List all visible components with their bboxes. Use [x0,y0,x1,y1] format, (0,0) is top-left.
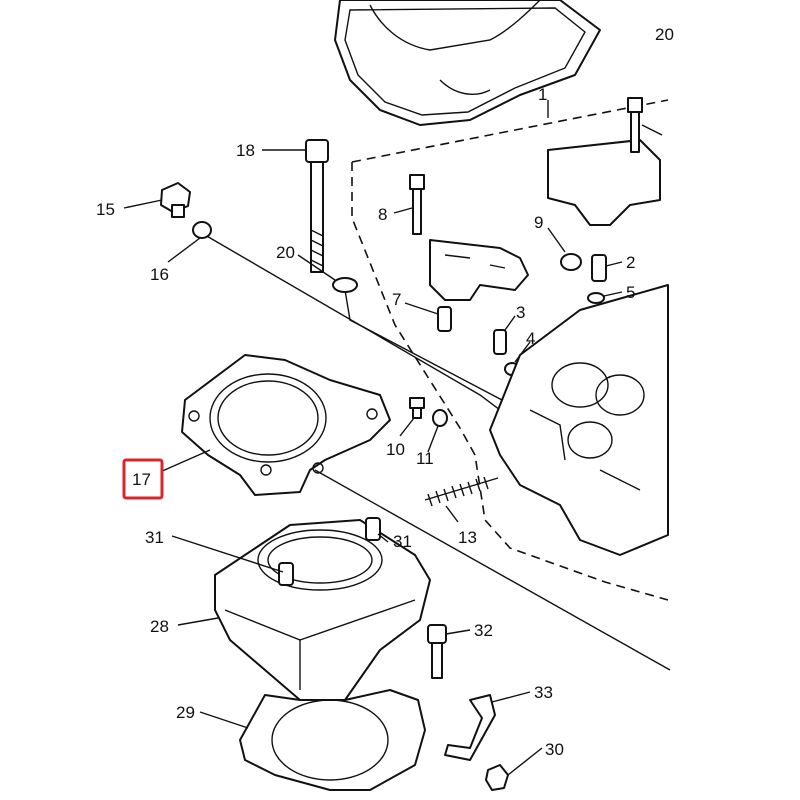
label-3: 3 [516,303,525,322]
label-17: 17 [132,470,151,489]
bolt-32 [427,624,447,679]
highlight-box-17 [122,458,164,500]
label-32: 32 [474,621,493,640]
label-7: 7 [392,290,401,309]
label-30: 30 [545,740,564,759]
washer-16 [192,221,212,239]
seal-9 [560,253,582,271]
leader-20-head [344,289,541,421]
label-8: 8 [378,205,387,224]
label-28: 28 [150,617,169,636]
label-29: 29 [176,703,195,722]
label-1: 1 [538,85,547,104]
label-leaders [123,100,663,776]
leader-17-head [314,469,671,671]
label-13: 13 [458,528,477,547]
label-20: 20 [276,243,295,262]
label-5: 5 [626,283,635,302]
bolt-18 [305,139,329,273]
label-18: 18 [236,141,255,160]
label-31b: 31 [393,532,412,551]
label-20b: 20 [655,25,674,44]
label-9: 9 [534,213,543,232]
label-11: 11 [416,449,434,468]
dowel-3 [493,329,507,355]
label-4: 4 [526,329,535,348]
part-labels: 1 20 18 15 16 20 8 9 2 5 7 3 4 10 11 13 … [96,25,674,759]
label-16: 16 [150,265,169,284]
bracket-33 [444,694,496,761]
label-31a: 31 [145,528,164,547]
cylinder-head-gasket-17 [181,354,391,496]
camshaft-cap [409,174,529,301]
label-2: 2 [626,253,635,272]
bolt-10 [409,397,425,419]
cylinder-head [489,284,669,556]
label-15: 15 [96,200,115,219]
camshaft-cap-right [547,97,661,226]
o-ring-5 [587,292,605,304]
label-10: 10 [386,440,405,459]
bolt-15 [160,182,191,218]
label-33: 33 [534,683,553,702]
bolt-30 [485,764,509,791]
head-cover [334,0,601,126]
washer-20 [332,277,358,293]
spring-13 [424,476,499,507]
base-gasket-29 [239,689,426,791]
dowel-7 [437,306,452,332]
cylinder-28 [214,517,431,701]
washer-11 [432,409,448,427]
assembly-outline [351,99,669,601]
dowel-2 [591,254,607,282]
